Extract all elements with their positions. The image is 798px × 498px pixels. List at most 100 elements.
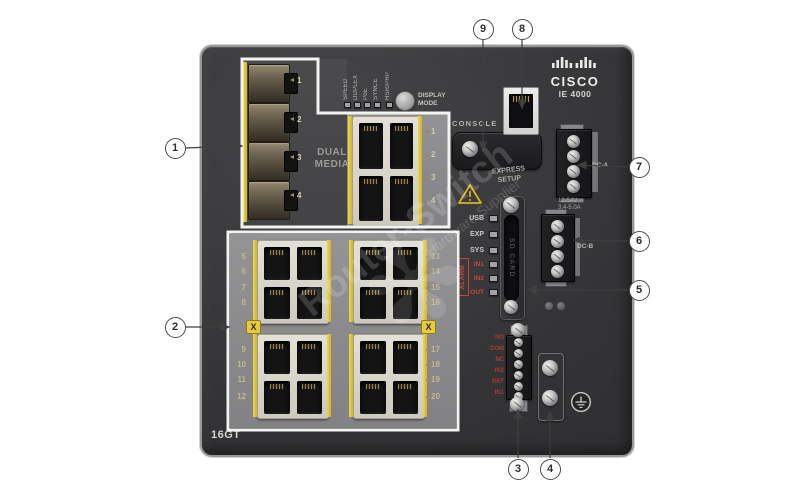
rj45-port [296,341,322,374]
port-led-icon [249,301,253,305]
console-cover-screw [462,141,478,157]
power-rating-voltage: 12-54V ⎓ [558,198,584,204]
dc-a-label: DC-A [592,162,609,169]
port-guide-strip [349,240,353,322]
cisco-logo-bars-icon [552,57,596,68]
brand-name: CISCO [550,74,600,89]
rj45-port [360,381,386,414]
panel-led-label: PoE [363,88,369,100]
callout-7: 7 [628,156,650,178]
rj45-port [389,175,413,221]
rj45-port [392,381,418,414]
port-led-icon [425,378,429,382]
alarm-terminal-screw [513,359,523,369]
panel-led-label: SYNCE [373,78,379,100]
rj45-port [389,123,413,169]
port-guide-strip [423,240,427,322]
rj45-port [264,247,290,280]
power-rating-current: 3.4-5.0A [558,205,581,211]
sd-card-slot-opening: SD CARD [504,215,519,301]
rj45-port [264,381,290,414]
rj45-jack-opening [509,94,533,128]
port-led-icon [249,348,253,352]
lan-port-number: 10 [237,360,246,369]
status-dot [545,302,553,310]
port-led-icon [425,130,429,134]
led-indicator [489,215,498,222]
lan-port-quad [257,240,329,324]
port-guide-strip [348,116,352,224]
sfp-guide-strip [243,62,247,222]
lan-port-number: 17 [431,345,440,354]
sfp-port-number: 2 [297,115,302,124]
lan-port-number: 11 [237,375,246,384]
lan-port-number: 8 [241,298,246,307]
blocked-port-marker: X [246,320,261,334]
alarm-terminal-screw [513,370,523,380]
port-led-icon [249,363,253,367]
alarm-terminal-screw [513,381,523,391]
alarm-pin-label: NC [495,357,504,363]
led-indicator [354,102,361,108]
callout-8: 8 [511,18,533,40]
lan-port-number: 16 [431,298,440,307]
port-led-icon [249,286,253,290]
alarm-led-label: IN1 [473,261,484,268]
port-led-icon [249,395,253,399]
dc-b-terminal-screw [550,219,564,233]
alarm-pin-label: COM [490,346,504,352]
dc-a-terminal-screw [566,164,580,178]
lan-port-number: 20 [431,392,440,401]
lan-port-number: 9 [241,345,246,354]
port-led-icon [290,78,294,82]
callout-1: 1 [164,137,186,159]
earth-ground-icon [570,391,592,413]
rj45-port [392,341,418,374]
sd-bracket-screw [503,197,519,213]
display-mode-label: DISPLAY MODE [418,92,446,107]
display-mode-button [395,91,415,111]
port-led-icon [425,176,429,180]
lan-port-quad [353,334,425,419]
dc-a-terminal-screw [566,179,580,193]
warning-triangle-icon [458,184,482,204]
model-16gt-label: 16GT [211,429,241,441]
port-led-icon [425,286,429,290]
blocked-port-marker: X [421,320,436,334]
port-led-icon [425,270,429,274]
led-indicator [489,275,498,282]
led-indicator [344,102,351,108]
port-led-icon [425,395,429,399]
callout-2: 2 [164,316,186,338]
port-led-icon [249,270,253,274]
rj45-port [360,286,386,319]
port-led-icon [425,255,429,259]
status-led-label: EXP [469,231,484,238]
sfp-latch [284,73,298,94]
lan-port-number: 18 [431,360,440,369]
uplink-port-number: 1 [431,127,436,136]
rj45-port [359,175,383,221]
rj45-port [360,341,386,374]
led-indicator [489,231,498,238]
uplink-port-number: 4 [431,196,436,205]
port-led-icon [249,255,253,259]
port-guide-strip [253,334,257,417]
console-rj45-port [503,87,539,135]
ground-lug-screw [542,360,558,376]
panel-led-label: SPEED [343,78,349,100]
lan-port-number: 19 [431,375,440,384]
rj45-port [392,286,418,319]
uplink-port-quad [352,116,420,226]
alarm-led-label: IN2 [473,275,484,282]
rj45-port [264,341,290,374]
port-led-icon [425,199,429,203]
port-guide-strip [418,116,422,224]
dc-b-label: DC-B [577,243,594,250]
alarm-pin-label: NO [495,335,504,341]
sfp-port-number: 4 [297,191,302,200]
panel-led-label: DUPLEX [353,74,359,100]
lan-port-number: 14 [431,267,440,276]
lan-port-number: 12 [237,392,246,401]
